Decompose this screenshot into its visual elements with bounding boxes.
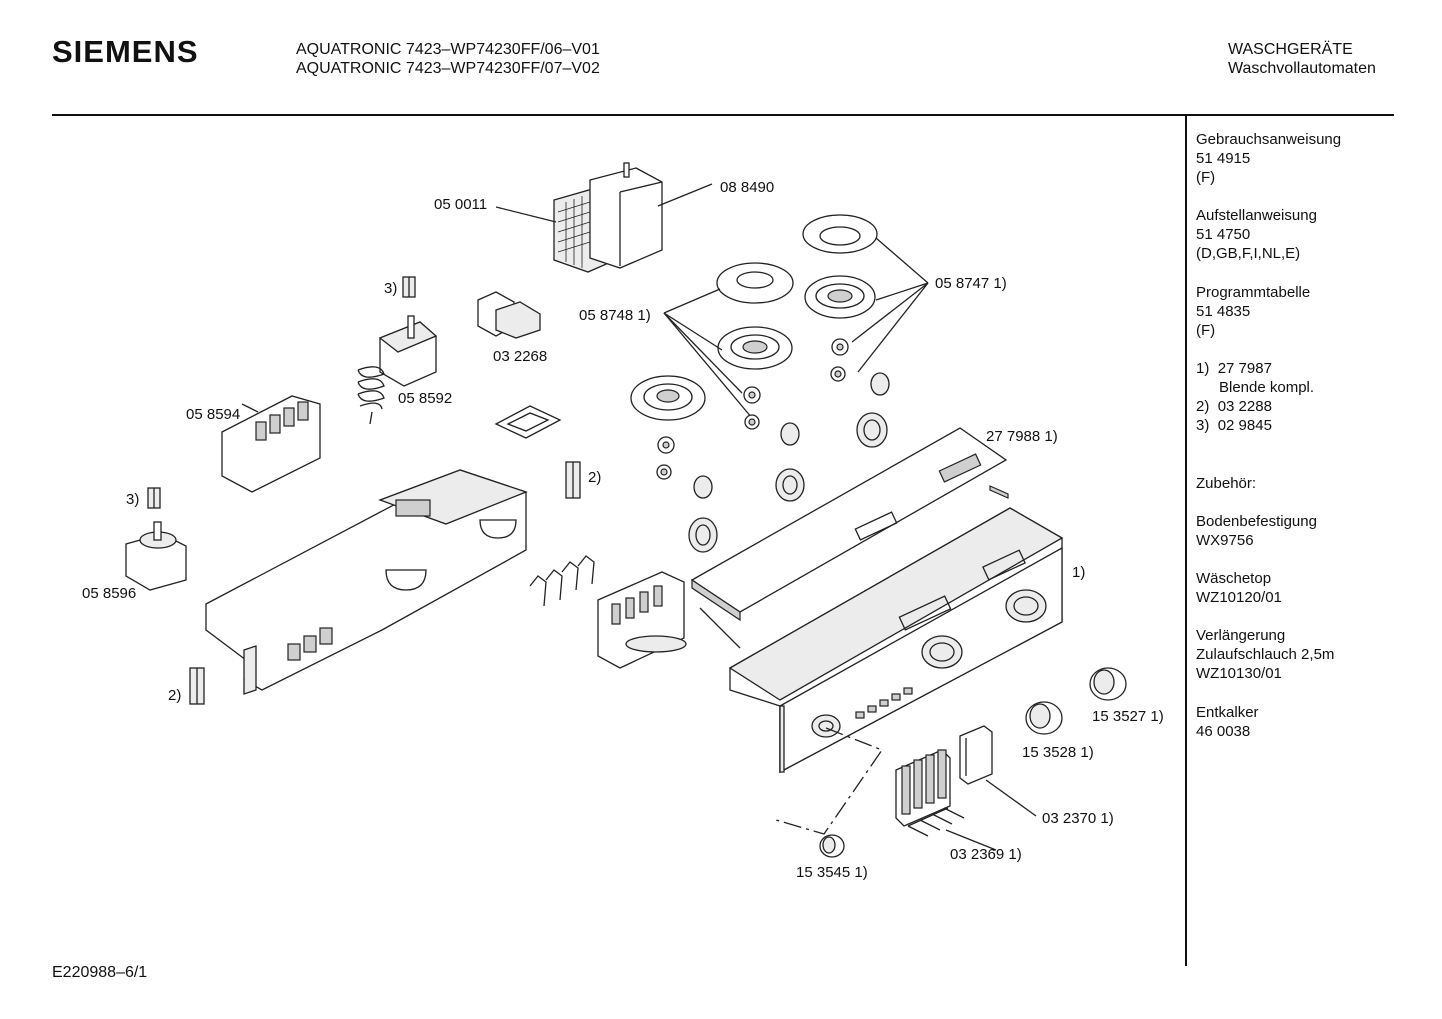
gasket-frame [494,405,562,439]
knob-153545 [819,834,845,858]
doc-block-install: Aufstellanweisung 51 4750 (D,GB,F,I,NL,E… [1196,206,1317,263]
clip-2-left [189,667,205,705]
footnotes: 1) 27 7987 Blende kompl. 2) 03 2288 3) 0… [1196,359,1314,435]
knob-cap-lower [717,326,793,370]
display-panel-277988 [690,427,1009,649]
model-line-1: AQUATRONIC 7423–WP74230FF/06–V01 [296,41,600,58]
relay-board-058594 [221,395,321,493]
model-line-2: AQUATRONIC 7423–WP74230FF/07–V02 [296,60,600,77]
knob-cap-mid-right [804,275,876,319]
doc-title: Gebrauchsanweisung [1196,131,1342,148]
label-note-2-left: 2) [168,687,181,704]
small-part-3-left [147,487,161,509]
accessory-descaler: Entkalker 46 0038 [1196,703,1259,741]
timer-module [495,162,713,273]
selector-switch-058592 [357,315,438,425]
footnote-1-desc: Blende kompl. [1219,379,1315,396]
button-switch-block [597,571,687,669]
knob-cap-top-right [802,214,878,254]
label-153545: 15 3545 1) [796,864,868,881]
label-032370: 03 2370 1) [1042,810,1114,827]
knob-cap-mid-left [716,262,794,304]
label-note-1: 1) [1072,564,1085,581]
label-050011: 05 0011 [434,196,487,213]
brand-logo: SIEMENS [52,34,199,69]
accessory-code: 46 0038 [1196,723,1251,740]
label-note-2-right: 2) [588,469,601,486]
label-088490: 08 8490 [720,179,774,196]
doc-lang: (D,GB,F,I,NL,E) [1196,245,1301,262]
accessory-name: Bodenbefestigung [1196,513,1317,530]
label-058748: 05 8748 1) [579,307,651,324]
footnote-2: 2) 03 2288 [1196,398,1272,415]
exploded-view-drawing: 05 0011 08 8490 05 8747 1) 05 8748 1) 3)… [82,162,1164,881]
label-058594: 05 8594 [186,406,240,423]
selector-switch-058596 [125,521,187,591]
knob-153528 [1025,701,1063,735]
accessory-name-2: Zulaufschlauch 2,5m [1196,646,1335,663]
label-058592: 05 8592 [398,390,452,407]
doc-block-program: Programmtabelle 51 4835 (F) [1196,283,1310,340]
label-032369: 03 2369 1) [950,846,1022,863]
accessory-top: Wäschetop WZ10120/01 [1196,569,1282,607]
doc-number: 51 4750 [1196,226,1251,243]
category-title: WASCHGERÄTE [1228,41,1353,58]
label-153528: 15 3528 1) [1022,744,1094,761]
label-note-3-top: 3) [384,280,397,297]
footnote-1: 1) 27 7987 [1196,360,1272,377]
label-note-3-left: 3) [126,491,139,508]
accessory-code: WX9756 [1196,532,1254,549]
label-277988: 27 7988 1) [986,428,1058,445]
doc-lang: (F) [1196,169,1216,186]
accessory-hose: Verlängerung Zulaufschlauch 2,5m WZ10130… [1196,626,1334,683]
button-cap-032370 [959,725,1037,817]
drawing-code: E220988–6/1 [52,964,148,981]
accessory-code: WZ10120/01 [1196,589,1282,606]
label-058596: 05 8596 [82,585,136,602]
accessory-floor: Bodenbefestigung WX9756 [1196,512,1317,550]
sidebar-divider [1185,116,1187,966]
control-module-housing [205,469,528,695]
gear-wheels [688,372,890,553]
small-part-3-top [402,276,416,298]
doc-block-manual: Gebrauchsanweisung 51 4915 (F) [1196,130,1341,187]
connector-032268 [477,291,541,339]
accessories-heading: Zubehör: [1196,475,1257,492]
knob-cap-left [630,375,706,421]
footnote-3: 3) 02 9845 [1196,417,1272,434]
front-fascia [728,507,1064,774]
doc-number: 51 4915 [1196,150,1251,167]
button-caps-032369 [895,749,997,851]
header-rule [52,114,1394,116]
doc-lang: (F) [1196,322,1216,339]
part-labels: 05 0011 08 8490 05 8747 1) 05 8748 1) 3)… [82,179,1164,881]
doc-title: Aufstellanweisung [1196,207,1317,224]
subcategory-title: Waschvollautomaten [1228,60,1376,77]
doc-title: Programmtabelle [1196,284,1311,301]
accessory-name: Wäschetop [1196,570,1272,587]
clip-rings [656,338,849,480]
accessory-code: WZ10130/01 [1196,665,1282,682]
label-058747: 05 8747 1) [935,275,1007,292]
knob-153527 [1089,667,1127,701]
button-springs [529,555,595,607]
doc-number: 51 4835 [1196,303,1251,320]
clip-2-right [565,461,581,499]
accessory-name: Verlängerung [1196,627,1286,644]
label-032268: 03 2268 [493,348,547,365]
accessory-name: Entkalker [1196,704,1259,721]
label-153527: 15 3527 1) [1092,708,1164,725]
